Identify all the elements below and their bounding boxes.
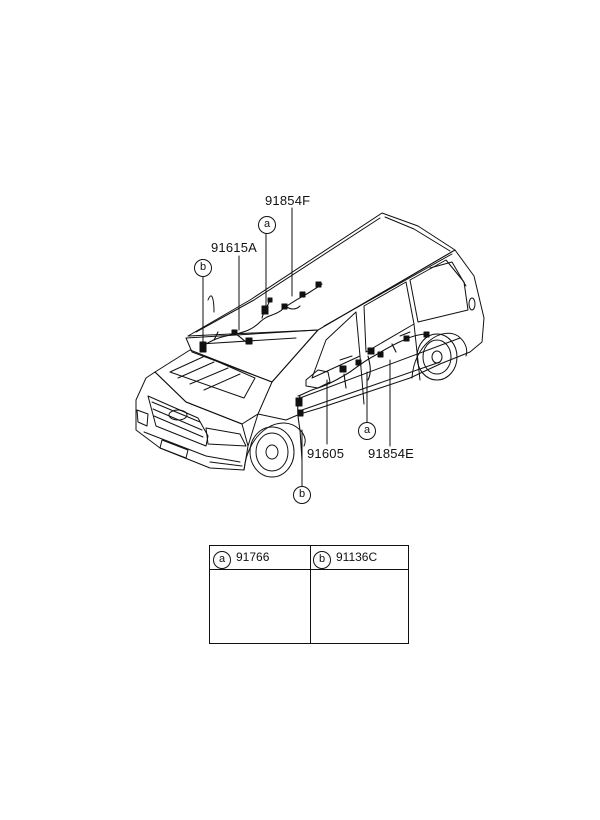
antenna [207, 295, 215, 313]
rear-wheel [411, 332, 468, 381]
legend-letter-b: b [313, 551, 331, 569]
harness-connectors-side [295, 331, 430, 417]
parts-legend-table: a 91766 b 91136C [209, 545, 409, 644]
legend-header-a: a 91766 [210, 546, 310, 570]
vehicle-roof [187, 212, 456, 337]
front-wheel [243, 422, 306, 478]
part-label-91854e: 91854E [368, 446, 415, 461]
vehicle-front [135, 371, 249, 471]
part-label-91854f: 91854F [265, 193, 311, 208]
legend-header-b: b 91136C [310, 546, 408, 570]
part-label-91615a: 91615A [211, 240, 258, 255]
callout-b-front: b [194, 259, 212, 277]
legend-letter-a: a [213, 551, 231, 569]
harness-connectors-roof [199, 281, 322, 353]
wiring-harness-side [297, 333, 429, 461]
callout-b-lower: b [293, 486, 311, 504]
callout-a-door: a [358, 422, 376, 440]
legend-code-91136c: 91136C [336, 550, 378, 564]
part-label-91605: 91605 [307, 446, 345, 461]
leader-lines [202, 207, 391, 487]
callout-a-roof: a [258, 216, 276, 234]
vehicle-side-body [247, 249, 485, 447]
legend-code-91766: 91766 [236, 550, 270, 564]
legend-cell-a: a 91766 [210, 546, 311, 643]
legend-cell-b: b 91136C [310, 546, 408, 643]
